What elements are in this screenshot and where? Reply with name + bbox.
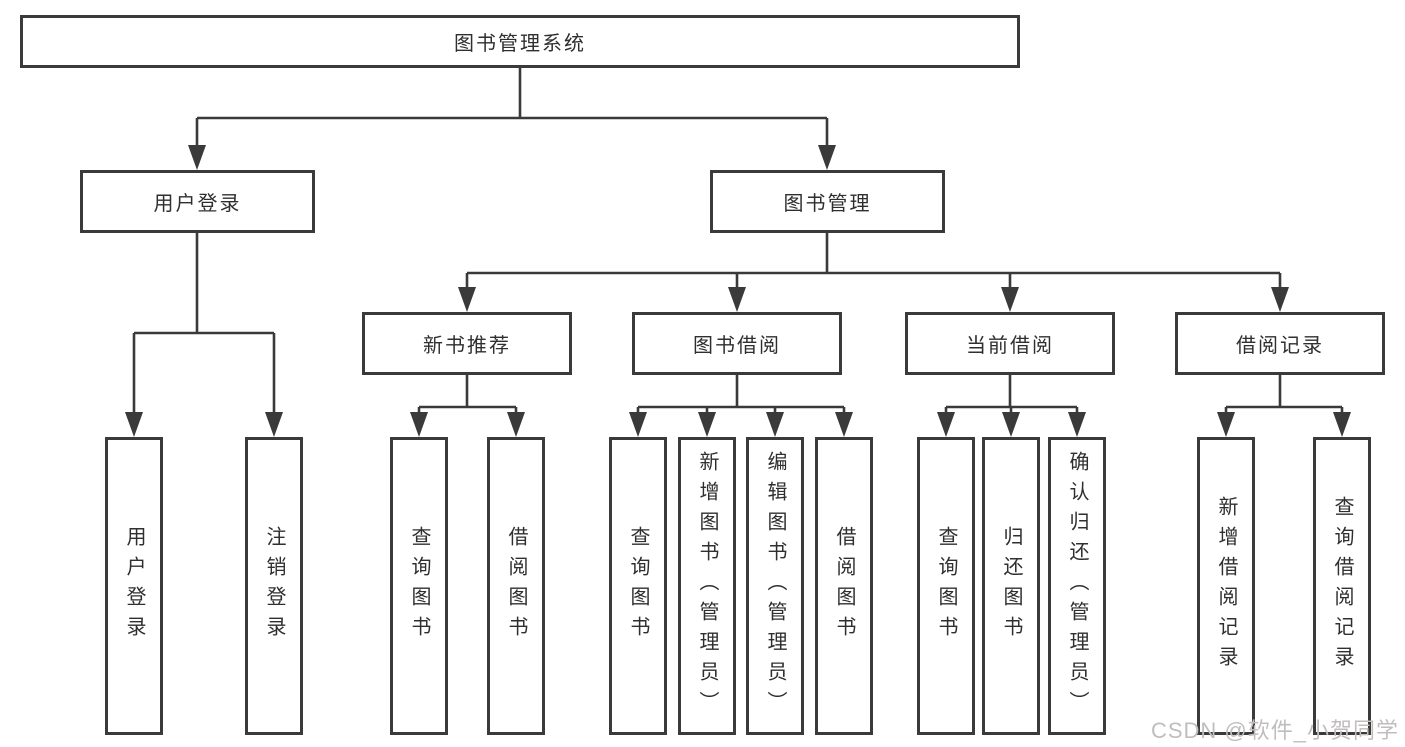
node-root-label: 图书管理系统 xyxy=(454,33,586,55)
arrow-icon xyxy=(1333,412,1351,437)
node-leaf-user-login-label: 用户登录 xyxy=(123,526,145,646)
node-leaf-bb-add-books: 新增图书（管理员） xyxy=(678,437,736,735)
arrow-icon xyxy=(629,412,647,437)
node-leaf-br-add-record: 新增借阅记录 xyxy=(1197,437,1255,735)
node-user-login-label: 用户登录 xyxy=(153,193,242,215)
node-user-login: 用户登录 xyxy=(80,170,315,233)
node-leaf-bb-query-books-label: 查询图书 xyxy=(627,526,649,646)
arrow-icon xyxy=(1068,412,1086,437)
node-leaf-br-query-record-label: 查询借阅记录 xyxy=(1331,496,1353,676)
node-leaf-logout: 注销登录 xyxy=(245,437,303,735)
node-borrowing-records-label: 借阅记录 xyxy=(1236,335,1324,357)
arrow-icon xyxy=(835,412,853,437)
node-leaf-cb-confirm-return-label: 确认归还（管理员） xyxy=(1066,451,1088,721)
arrow-icon xyxy=(188,145,206,170)
arrow-icon xyxy=(125,412,143,437)
node-new-book-recommend-label: 新书推荐 xyxy=(423,335,511,357)
connector-book-borrowing-to-leaves xyxy=(636,375,846,417)
node-leaf-nb-query-books-label: 查询图书 xyxy=(408,526,430,646)
arrow-icon xyxy=(507,412,525,437)
node-current-borrowing: 当前借阅 xyxy=(905,312,1115,375)
node-leaf-cb-return-books-label: 归还图书 xyxy=(1000,526,1022,646)
node-book-management: 图书管理 xyxy=(710,170,945,233)
node-leaf-bb-add-books-label: 新增图书（管理员） xyxy=(696,451,718,721)
node-leaf-logout-label: 注销登录 xyxy=(263,526,285,646)
arrow-icon xyxy=(265,412,283,437)
node-current-borrowing-label: 当前借阅 xyxy=(966,335,1054,357)
connector-root-to-level2 xyxy=(195,67,829,150)
node-borrowing-records: 借阅记录 xyxy=(1175,312,1385,375)
watermark: CSDN @软件_小贺同学 xyxy=(1150,718,1399,743)
node-book-borrowing-label: 图书借阅 xyxy=(693,335,781,357)
arrow-icon xyxy=(1002,412,1020,437)
connector-borrowing-records-to-leaves xyxy=(1224,375,1344,417)
node-leaf-bb-query-books: 查询图书 xyxy=(609,437,667,735)
connector-current-borrowing-to-leaves xyxy=(944,375,1079,417)
node-leaf-cb-query-books-label: 查询图书 xyxy=(935,526,957,646)
connector-book-management-to-level3 xyxy=(465,233,1282,292)
node-leaf-bb-edit-books-label: 编辑图书（管理员） xyxy=(764,451,786,721)
node-book-borrowing: 图书借阅 xyxy=(632,312,842,375)
node-new-book-recommend: 新书推荐 xyxy=(362,312,572,375)
node-leaf-nb-borrow-books-label: 借阅图书 xyxy=(505,526,527,646)
node-book-management-label: 图书管理 xyxy=(783,193,872,215)
node-leaf-bb-borrow-books: 借阅图书 xyxy=(815,437,873,735)
arrow-icon xyxy=(458,287,476,312)
connector-new-book-recommend-to-leaves xyxy=(417,375,518,417)
node-leaf-bb-borrow-books-label: 借阅图书 xyxy=(833,526,855,646)
node-leaf-cb-return-books: 归还图书 xyxy=(982,437,1040,735)
node-leaf-cb-query-books: 查询图书 xyxy=(917,437,975,735)
arrow-icon xyxy=(818,145,836,170)
arrow-icon xyxy=(1001,287,1019,312)
arrow-icon xyxy=(698,412,716,437)
node-leaf-br-query-record: 查询借阅记录 xyxy=(1313,437,1371,735)
node-root: 图书管理系统 xyxy=(20,15,1020,68)
node-leaf-nb-borrow-books: 借阅图书 xyxy=(487,437,545,735)
arrow-icon xyxy=(766,412,784,437)
arrow-icon xyxy=(728,287,746,312)
connector-user-login-to-leaves xyxy=(132,233,276,417)
node-leaf-bb-edit-books: 编辑图书（管理员） xyxy=(746,437,804,735)
node-leaf-nb-query-books: 查询图书 xyxy=(390,437,448,735)
arrow-icon xyxy=(937,412,955,437)
arrow-icon xyxy=(1271,287,1289,312)
node-leaf-br-add-record-label: 新增借阅记录 xyxy=(1215,496,1237,676)
node-leaf-user-login: 用户登录 xyxy=(105,437,163,735)
arrow-icon xyxy=(410,412,428,437)
node-leaf-cb-confirm-return: 确认归还（管理员） xyxy=(1048,437,1106,735)
arrow-icon xyxy=(1217,412,1235,437)
